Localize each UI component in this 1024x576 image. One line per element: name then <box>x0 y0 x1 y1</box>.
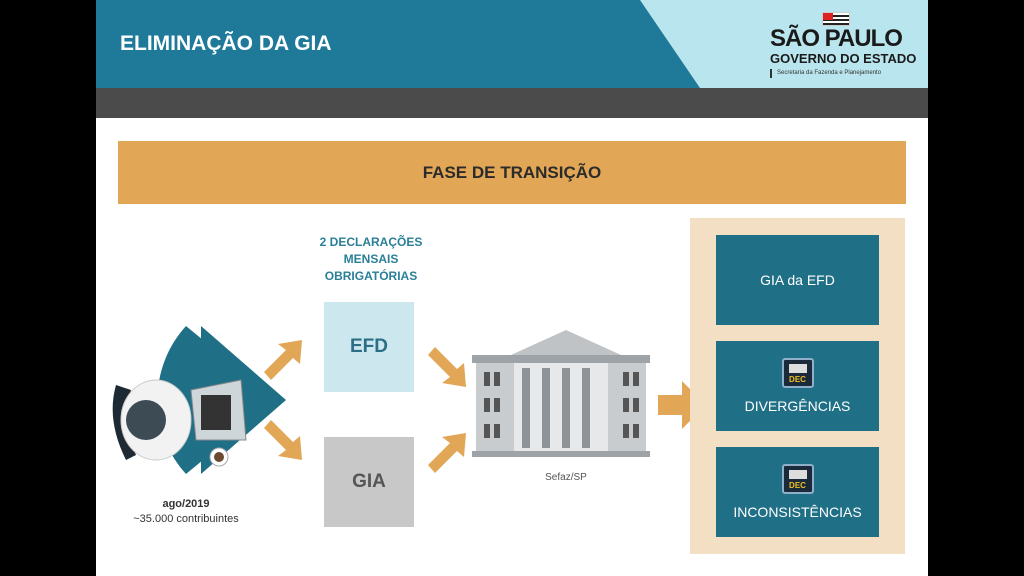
arrow-to-efd <box>264 340 302 380</box>
dec-mail-icon: DEC <box>781 358 814 388</box>
efd-box: EFD <box>324 302 414 392</box>
taxpayer-count: ~35.000 contribuintes <box>133 513 239 525</box>
divergencias-box: DEC DIVERGÊNCIAS <box>716 341 879 431</box>
declarations-heading: 2 DECLARAÇÕES MENSAIS OBRIGATÓRIAS <box>319 235 423 283</box>
logo-line1: SÃO PAULO <box>770 25 903 52</box>
output-label: DIVERGÊNCIAS <box>744 398 851 414</box>
output-label: INCONSISTÊNCIAS <box>733 504 862 520</box>
sefaz-building-icon <box>472 330 650 457</box>
dec-icon-label: DEC <box>789 481 806 490</box>
output-label: GIA da EFD <box>760 272 835 288</box>
logo-line2: GOVERNO DO ESTADO <box>770 51 917 66</box>
arrow-efd-to-sefaz <box>428 347 466 387</box>
flag-icon <box>822 12 850 26</box>
gia-box: GIA <box>324 437 414 527</box>
dec-mail-icon: DEC <box>781 464 814 494</box>
slide-title: ELIMINAÇÃO DA GIA <box>120 32 332 55</box>
outputs-panel: GIA da EFD DEC DIVERGÊNCIAS DEC INCONSISTÊ… <box>690 218 905 554</box>
inconsistencias-box: DEC INCONSISTÊNCIAS <box>716 447 879 537</box>
arrow-to-gia <box>264 420 302 460</box>
dec-icon-label: DEC <box>789 375 806 384</box>
logo-line3: Secretaria da Fazenda e Planejamento <box>770 69 881 78</box>
sefaz-label: Sefaz/SP <box>545 472 587 483</box>
date-label: ago/2019 <box>162 498 210 510</box>
slide: ELIMINAÇÃO DA GIA SÃO PAULO GOVERNO DO E… <box>96 0 928 576</box>
person-at-desk-illustration <box>112 326 286 474</box>
arrow-gia-to-sefaz <box>428 433 466 473</box>
sp-government-logo: SÃO PAULO GOVERNO DO ESTADO Secretaria d… <box>770 12 920 80</box>
gia-da-efd-box: GIA da EFD <box>716 235 879 325</box>
phase-banner: FASE DE TRANSIÇÃO <box>118 141 906 204</box>
header-divider <box>96 88 928 118</box>
header: ELIMINAÇÃO DA GIA SÃO PAULO GOVERNO DO E… <box>96 0 928 88</box>
taxpayers-caption: ago/2019 ~35.000 contribuintes <box>126 497 246 527</box>
